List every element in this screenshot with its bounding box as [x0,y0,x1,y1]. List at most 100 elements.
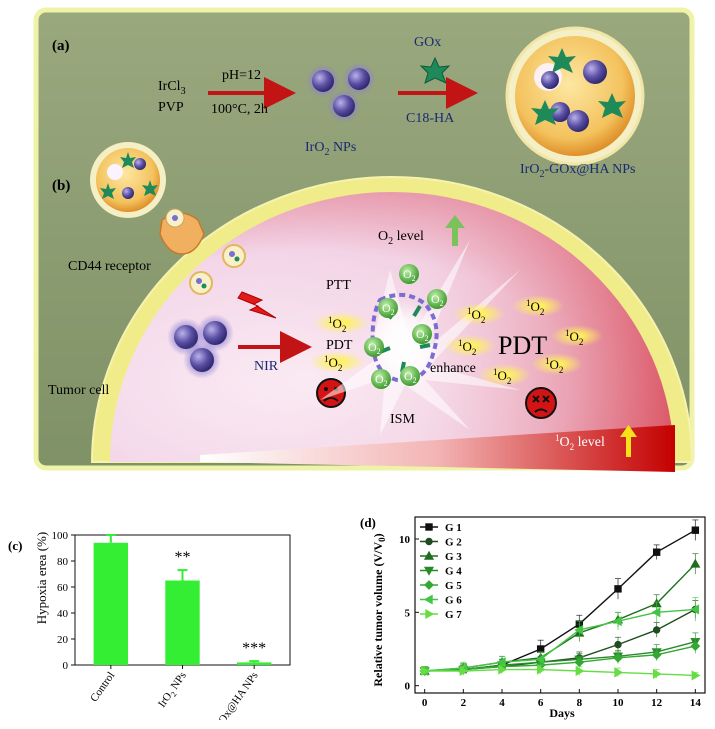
legend-marker [425,523,433,531]
legend-label: G 2 [445,537,462,549]
panel-a-label: (a) [52,38,70,54]
data-point [614,640,622,649]
singlet-oxygen-level-bar [200,425,675,472]
gox-star-icon [419,56,451,84]
legend-label: G 1 [445,522,462,534]
svg-text:IrCl3: IrCl3 [158,79,186,97]
data-point [690,558,701,568]
data-point [574,624,584,635]
oxygen-molecules: O2 O2 O2 O2 O2 O2 O2 [364,264,447,389]
legend-marker [425,537,433,546]
chart-c-panel-label: (c) [8,538,22,553]
category-label: IrO2-GOx@HA NPs [199,670,263,720]
svg-text:1O2: 1O2 [458,338,476,357]
legend-marker [423,566,435,576]
ptt-label: PTT [326,278,351,293]
svg-text:O2: O2 [382,301,395,317]
step1-condition-bottom: 100°C, 2h [211,102,268,117]
x-tick-label: 6 [538,697,544,709]
data-point [613,652,623,663]
data-point [420,665,430,677]
y-tick-label: 0 [405,681,411,693]
cd44-receptor-label: CD44 receptor [68,259,151,274]
svg-text:O2: O2 [403,267,416,283]
series-line [424,608,696,672]
data-point [536,664,546,675]
svg-text:1O2: 1O2 [324,354,342,373]
legend-label: G 6 [445,595,462,607]
nir-laser-icon [237,291,277,319]
x-tick-label: 4 [499,697,505,709]
step1-condition-top: pH=12 [222,68,261,83]
dead-face-icon [525,387,557,419]
data-point [612,616,622,627]
svg-text:O2: O2 [368,340,381,356]
legend-label: G 4 [445,566,462,578]
singlet-oxygen-right: 1O2 1O2 1O2 1O2 1O2 1O2 [444,295,603,386]
o2-up-arrow-icon [445,215,465,246]
series-7 [420,664,701,681]
data-point [535,654,545,665]
internalized-particles [189,244,246,295]
y-tick-label: 100 [52,530,69,542]
data-point [691,526,700,534]
legend-marker [425,608,435,620]
svg-text:1O2: 1O2 [565,328,583,347]
chart-d-frame [414,516,706,694]
data-point [691,670,701,681]
y-tick-label: 60 [57,582,69,594]
legend-label: G 3 [445,551,462,563]
chart-c-ylabel: Hypoxia erea (%) [34,532,49,624]
y-tick-label: 10 [399,534,411,546]
data-point [614,667,624,678]
category-label: Control [88,670,117,704]
legend-label: G 5 [445,580,462,592]
data-point [536,645,545,653]
pdt-big-label: PDT [498,331,547,360]
data-point [690,604,700,615]
bar [93,542,129,665]
data-point [614,585,622,593]
incoming-nanoparticle [90,142,166,218]
x-tick-label: 0 [422,697,428,709]
legend-marker [424,580,434,590]
step2-reagent-top: GOx [414,35,441,50]
product-nanoparticle [505,26,645,166]
chart-d-legend: G 1G 2G 3G 4G 5G 6G 7 [420,522,462,621]
nir-label: NIR [254,359,279,374]
data-point [652,668,662,679]
category-label: IrO2 NPs [156,670,191,711]
released-iro2-nanoparticles [167,314,234,379]
panel-b-label: (b) [52,178,70,194]
y-tick-label: 40 [57,608,69,620]
bar [165,580,200,665]
legend-marker [423,550,435,560]
svg-text:O2: O2 [404,369,417,385]
iro2-nanoparticles [306,62,376,123]
svg-text:1O2: 1O2 [526,298,544,317]
hypoxia-bar-chart: (c) Hypoxia erea (%) 020406080100Control… [8,530,291,720]
ism-label: ISM [390,412,415,427]
product-label: IrO2-GOx@HA NPs [520,162,636,180]
series-line [424,608,696,672]
o2-level-label: O2 level [378,229,424,247]
level-up-arrow-icon [620,425,637,457]
y-tick-label: 0 [63,660,69,672]
svg-text:O2: O2 [416,327,429,343]
scheme-figure: (a) (b) IrCl3 PVP pH=12 100°C, 2h IrO2 N… [33,7,695,472]
svg-text:O2: O2 [375,372,388,388]
chart-d-series [419,519,701,681]
chart-c-bars: ***** [93,534,272,665]
data-point [690,641,701,651]
enhance-label: enhance [430,361,476,376]
svg-text:1O2: 1O2 [467,306,485,325]
data-point [652,548,661,556]
chart-d-ylabel: Relative tumor volume (V/V0) [371,533,387,686]
singlet-oxygen-left-1: 1O2 [313,312,369,334]
data-point [652,626,661,634]
y-tick-label: 20 [57,634,69,646]
chart-d-xlabel: Days [549,706,575,720]
x-tick-label: 10 [613,697,625,709]
